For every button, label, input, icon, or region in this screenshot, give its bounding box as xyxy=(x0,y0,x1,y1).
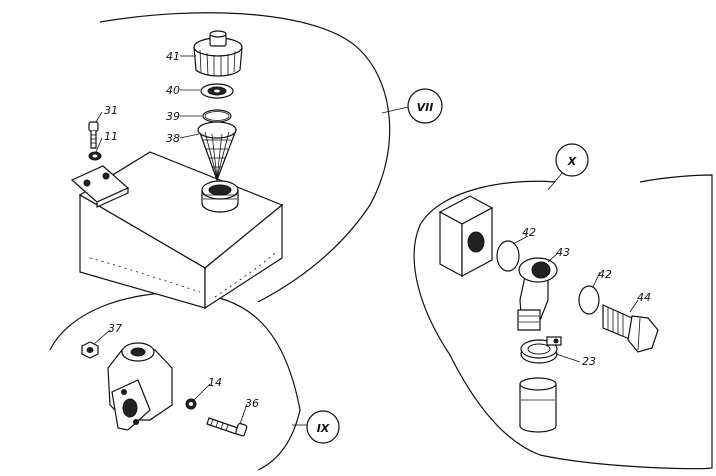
strainer-filter-38 xyxy=(197,121,237,182)
callout-37: 37 xyxy=(108,322,122,335)
washer-14 xyxy=(185,398,197,410)
nut-37 xyxy=(81,341,99,359)
gasket-40 xyxy=(200,83,234,99)
detail-ix-boundary xyxy=(49,292,301,471)
callout-41: 41 xyxy=(166,50,180,63)
view-label-vii: VII xyxy=(417,101,434,114)
square-block xyxy=(438,195,494,278)
fuel-hose xyxy=(519,377,557,433)
seal-ring-42-left xyxy=(496,240,520,272)
callout-38: 38 xyxy=(166,132,180,145)
detail-x-boundary xyxy=(413,174,713,470)
banjo-bolt-44 xyxy=(602,304,659,353)
bolt-31 xyxy=(88,121,99,149)
callout-11: 11 xyxy=(104,130,118,143)
detail-vii-leader xyxy=(381,106,409,114)
view-marker-x: X xyxy=(555,143,589,177)
view-label-ix: IX xyxy=(317,422,330,435)
view-label-x: X xyxy=(567,155,577,168)
detail-x-leader xyxy=(547,171,564,191)
callout-36: 36 xyxy=(245,397,259,410)
hose-clamp-23 xyxy=(520,336,562,364)
view-marker-ix: IX xyxy=(306,410,340,444)
callout-44: 44 xyxy=(637,291,651,304)
callout-39: 39 xyxy=(166,110,180,123)
filler-neck xyxy=(201,180,239,213)
callout-42-left: 42 xyxy=(522,226,536,239)
callout-31: 31 xyxy=(104,104,118,117)
detail-vii-boundary xyxy=(99,12,391,303)
callout-leaders xyxy=(93,55,639,425)
spring-ring-39 xyxy=(202,109,232,123)
callout-40: 40 xyxy=(166,84,180,97)
carburetor-inlet-body xyxy=(107,342,173,431)
view-marker-vii: VII xyxy=(407,88,443,124)
callout-14: 14 xyxy=(208,376,222,389)
callout-42-right: 42 xyxy=(598,268,612,281)
callout-43: 43 xyxy=(556,246,570,259)
callout-23: 23 xyxy=(582,355,596,368)
screw-36 xyxy=(206,417,248,437)
filler-cap-41 xyxy=(193,30,243,77)
fuel-tank xyxy=(78,151,284,310)
lock-washer-11 xyxy=(88,151,102,161)
mounting-bracket xyxy=(70,165,130,208)
seal-ring-42-right xyxy=(578,285,600,315)
banjo-fitting-43 xyxy=(517,257,558,331)
